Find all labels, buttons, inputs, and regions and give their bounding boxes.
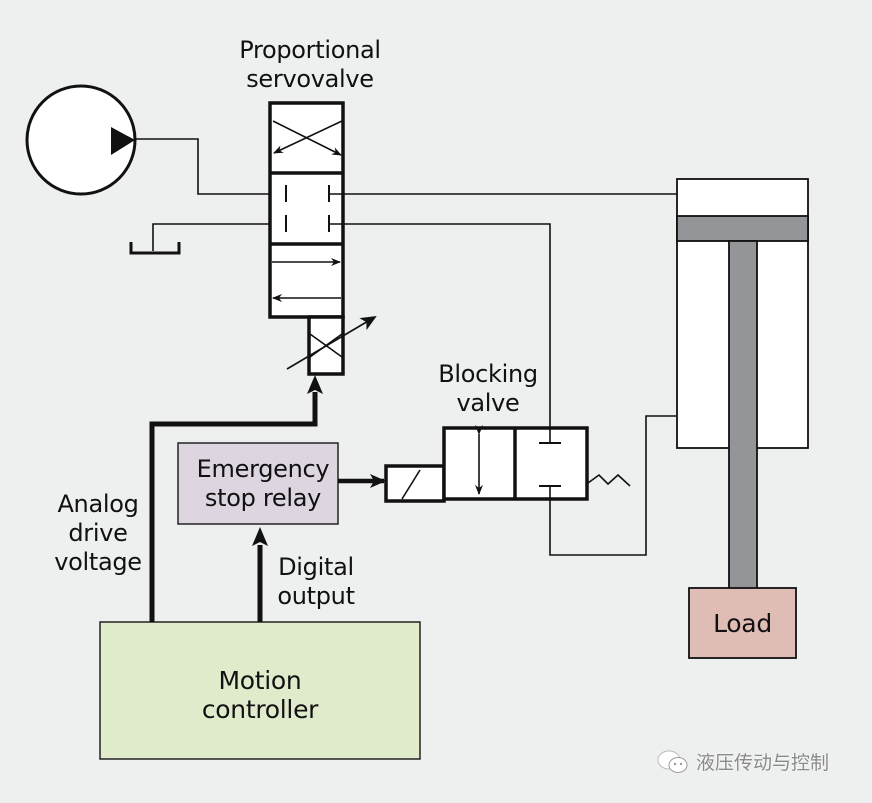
servovalve-label-line1: Proportional — [239, 36, 381, 64]
motion-controller-label: Motion controller — [100, 666, 420, 724]
emergency-stop-relay-box — [177, 442, 339, 525]
blocking-valve-label-line1: Blocking — [438, 360, 538, 388]
hydraulic-cylinder — [676, 178, 809, 590]
load-label: Load — [689, 609, 796, 638]
line-blocking-to-cylinder-rod — [549, 415, 677, 556]
digital-arrowhead — [252, 527, 268, 546]
line-b-to-blocking-valve — [329, 223, 551, 440]
digital-label-line1: Digital — [278, 553, 354, 581]
analog-label-line2: drive — [68, 519, 128, 547]
digital-output-label: Digital output — [268, 553, 364, 611]
blocking-valve-label: Blocking valve — [420, 360, 556, 418]
load-box — [688, 587, 797, 659]
analog-label-line3: voltage — [54, 548, 142, 576]
blocking-valve-symbol — [384, 425, 631, 503]
analog-arrowhead — [307, 375, 323, 394]
servovalve-label-line2: servovalve — [246, 65, 374, 93]
proportional-servovalve-symbol — [268, 101, 377, 376]
pump-symbol — [25, 84, 137, 196]
motion-controller-box — [99, 621, 421, 760]
load-label-text: Load — [713, 609, 772, 638]
emergency-stop-label-line2: stop relay — [204, 484, 322, 512]
tank-symbol — [129, 242, 181, 255]
blocking-valve-label-line2: valve — [456, 389, 520, 417]
watermark-text: 液压传动与控制 — [696, 752, 830, 774]
motion-controller-label-line2: controller — [201, 695, 319, 724]
analog-drive-signal-line — [149, 392, 318, 622]
analog-label-line1: Analog — [57, 490, 139, 518]
emergency-stop-label: Emergency stop relay — [180, 455, 346, 513]
tank-line — [152, 223, 285, 251]
servovalve-label: Proportional servovalve — [224, 36, 396, 94]
pressure-line — [135, 138, 285, 195]
motion-controller-label-line1: Motion — [218, 666, 302, 695]
wechat-icon — [657, 750, 688, 773]
emergency-stop-label-line1: Emergency — [196, 455, 330, 483]
digital-label-line2: output — [277, 582, 355, 610]
analog-drive-voltage-label: Analog drive voltage — [44, 490, 152, 577]
watermark: 液压传动与控制 — [656, 748, 829, 775]
